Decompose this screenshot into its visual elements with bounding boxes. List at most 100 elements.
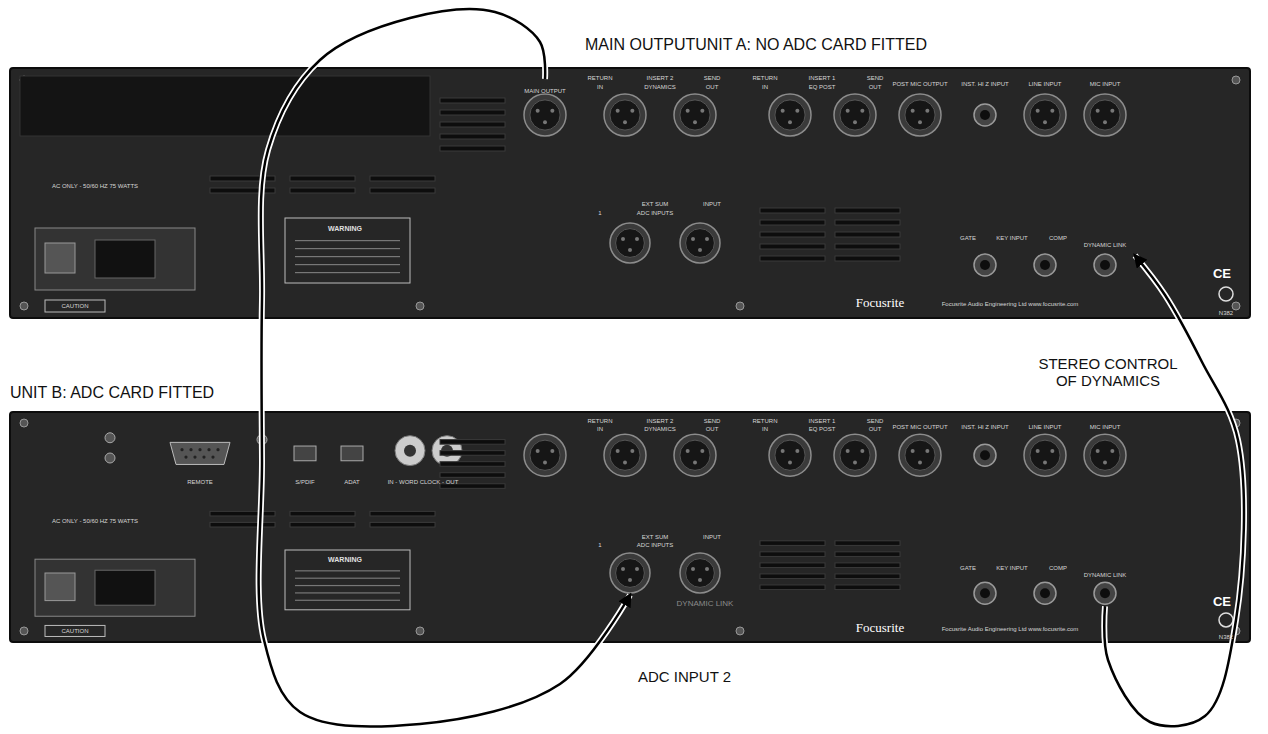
rack-unit: ADC INPUT 2DYNAMIC LINKUNIT B: ADC CARD … <box>10 412 1250 642</box>
xlr-pin <box>795 109 799 113</box>
xlr-socket-face <box>905 100 935 130</box>
xlr-socket <box>834 434 876 476</box>
rack-unit-panel <box>10 68 1250 318</box>
panel-legend: OUT <box>869 84 882 90</box>
vent-slot <box>835 244 900 249</box>
xlr-pin <box>686 109 690 113</box>
socket-label: DYNAMIC LINK <box>1084 572 1127 579</box>
panel-legend: OUT <box>706 426 719 432</box>
link-socket: DYNAMIC LINK <box>1075 233 1135 278</box>
xlr-pin <box>550 109 554 113</box>
xlr-socket-face <box>775 440 805 470</box>
xlr-pin <box>698 248 702 252</box>
xlr-socket-face <box>1090 100 1120 130</box>
xlr-socket <box>1084 94 1126 136</box>
panel-legend: INSERT 2 <box>647 418 674 424</box>
xlr-pin <box>693 461 697 465</box>
iec-socket <box>95 240 155 278</box>
xlr-pin <box>860 109 864 113</box>
xlr-pin <box>628 578 632 582</box>
vent-slot <box>760 256 825 261</box>
fine-print <box>295 240 400 241</box>
fine-print <box>295 256 400 257</box>
panel-legend: KEY INPUT <box>996 235 1028 241</box>
vent-slot <box>440 440 505 445</box>
jack-hole <box>1040 588 1050 598</box>
panel-legend: INSERT 2 <box>647 75 674 81</box>
blank-plate <box>20 76 430 136</box>
unit-heading: MAIN OUTPUTUNIT A: NO ADC CARD FITTED <box>585 36 927 54</box>
panel-legend: INST. HI Z INPUT <box>961 424 1008 430</box>
panel-screw <box>20 419 28 427</box>
panel-legend: Focusrite <box>856 296 904 309</box>
vent-slot <box>760 220 825 225</box>
panel-screw <box>1232 302 1240 310</box>
panel-legend: ADAT <box>344 479 360 485</box>
xlr-pin <box>628 248 632 252</box>
fine-print <box>295 578 400 579</box>
jack-hole <box>980 260 990 270</box>
xlr-socket <box>524 434 566 476</box>
panel-legend: OUT <box>706 84 719 90</box>
panel-legend: RETURN <box>588 418 613 424</box>
xlr-pin <box>543 120 547 124</box>
approval-mark <box>1219 287 1233 301</box>
xlr-socket <box>680 223 720 263</box>
vent-slot <box>290 511 355 516</box>
panel-screw <box>416 302 424 310</box>
vent-slot <box>290 188 355 193</box>
xlr-socket-face <box>840 100 870 130</box>
xlr-socket-face <box>530 440 560 470</box>
panel-legend: CE <box>1213 594 1231 607</box>
xlr-pin <box>860 449 864 453</box>
jack-socket <box>974 104 996 126</box>
panel-screw <box>20 627 28 635</box>
xlr-socket-face <box>1030 440 1060 470</box>
panel-legend: LINE INPUT <box>1028 81 1061 87</box>
xlr-socket <box>1084 434 1126 476</box>
panel-screw <box>20 302 28 310</box>
vent-slot <box>440 110 505 115</box>
panel-legend: N382 <box>1219 634 1233 640</box>
xlr-pin <box>693 120 697 124</box>
vent-slot <box>835 256 900 261</box>
vent-slot <box>835 585 900 590</box>
iec-inlet <box>35 228 195 290</box>
xlr-pin <box>846 449 850 453</box>
vent-slot <box>440 462 505 467</box>
socket-label: DYNAMIC LINK <box>1084 242 1127 249</box>
panel-legend: LINE INPUT <box>1028 424 1061 430</box>
iec-socket <box>95 570 155 605</box>
vent-slot <box>440 473 505 478</box>
panel-legend: POST MIC OUTPUT <box>892 424 947 430</box>
xlr-socket <box>610 223 650 263</box>
xlr-socket <box>769 434 811 476</box>
vent-slot <box>440 98 505 103</box>
warning-box <box>285 550 410 610</box>
xlr-pin <box>1103 120 1107 124</box>
db9-pin <box>202 455 205 458</box>
panel-screw <box>416 627 424 635</box>
fuse-drawer <box>45 573 75 601</box>
vent-slot <box>835 220 900 225</box>
vent-slot <box>370 511 435 516</box>
panel-legend: COMP <box>1049 235 1067 241</box>
panel-legend: IN <box>597 426 603 432</box>
optical-port <box>341 446 363 461</box>
db9-pin <box>216 448 219 451</box>
vent-slot <box>440 134 505 139</box>
db9-pin <box>189 448 192 451</box>
panel-legend: POST MIC OUTPUT <box>892 81 947 87</box>
panel-legend: IN <box>597 84 603 90</box>
panel-legend: WARNING <box>328 556 362 563</box>
panel-legend: EXT SUM <box>642 201 669 207</box>
xlr-pin <box>700 449 704 453</box>
vent-slot <box>370 188 435 193</box>
fine-print <box>295 248 400 249</box>
fine-print <box>295 570 400 571</box>
caution-box <box>45 300 105 312</box>
vent-slot <box>290 176 355 181</box>
panel-legend: CAUTION <box>62 628 89 634</box>
xlr-socket-face <box>610 100 640 130</box>
